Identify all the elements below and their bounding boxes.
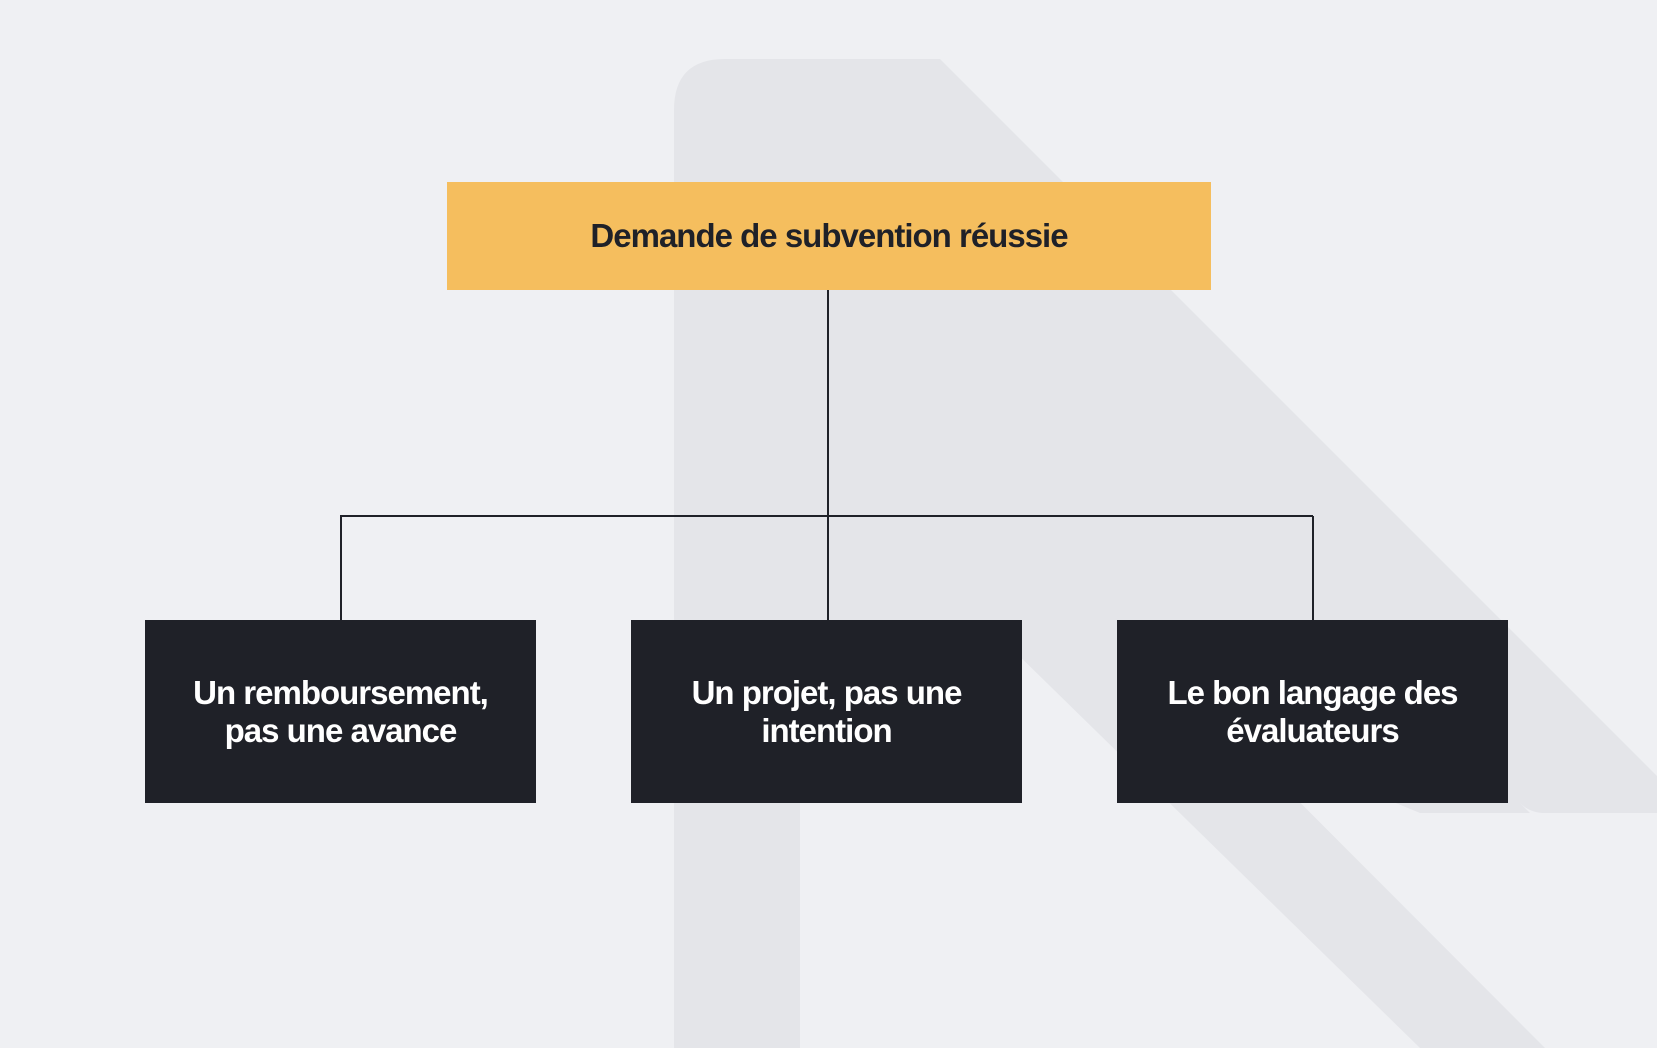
child-node-3: Le bon langage des évaluateurs — [1117, 620, 1508, 803]
root-node-label: Demande de subvention réussie — [590, 217, 1068, 254]
child-node-1-label: Un remboursement, pas une avance — [193, 673, 489, 749]
child-node-1: Un remboursement, pas une avance — [145, 620, 536, 803]
root-node: Demande de subvention réussie — [447, 182, 1211, 290]
child-node-2: Un projet, pas une intention — [631, 620, 1022, 803]
child-node-3-label: Le bon langage des évaluateurs — [1167, 673, 1458, 749]
child-node-2-label: Un projet, pas une intention — [691, 673, 963, 749]
